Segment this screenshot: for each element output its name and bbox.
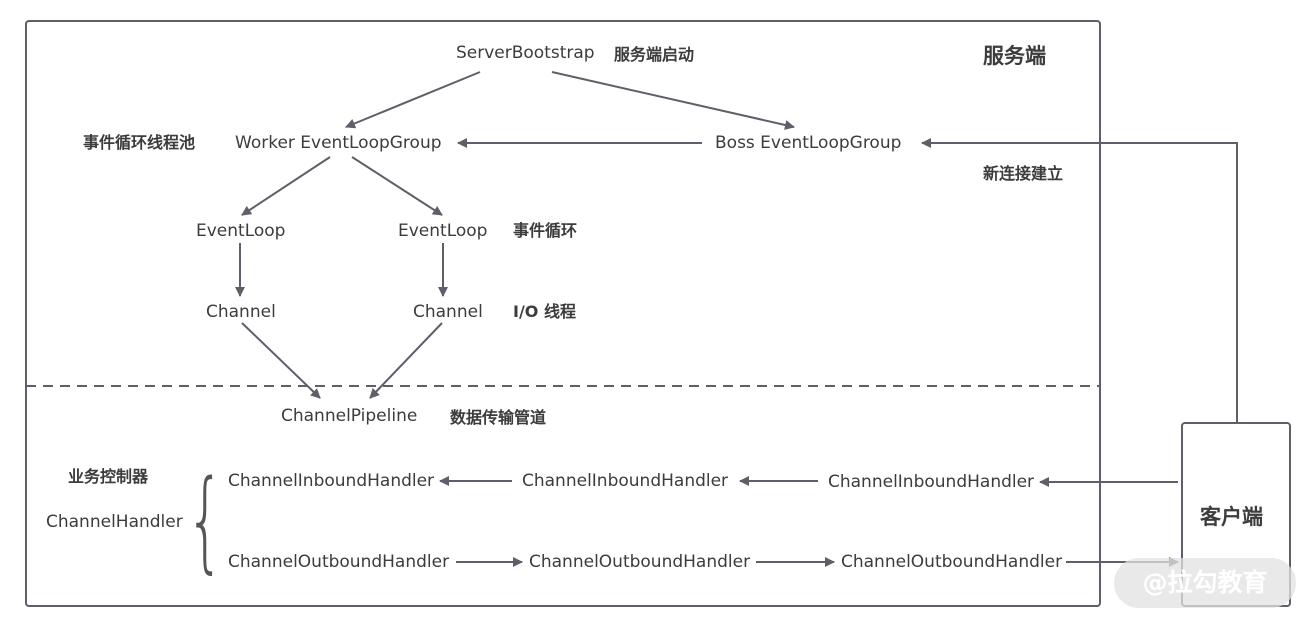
handler-brace: { — [186, 456, 225, 584]
boss-event-loop-group: Boss EventLoopGroup — [715, 133, 902, 153]
server-bootstrap-desc: 服务端启动 — [614, 45, 695, 64]
worker-event-loop-group: Worker EventLoopGroup — [235, 133, 442, 153]
event-loop-left: EventLoop — [196, 221, 286, 241]
inbound-handler-1: ChannelInboundHandler — [228, 471, 435, 491]
server-label: 服务端 — [983, 44, 1046, 68]
handler-desc: 业务控制器 — [68, 467, 149, 486]
arrow-channel-right-pipeline — [369, 322, 443, 399]
channel-right: Channel — [413, 302, 483, 322]
inbound-handler-3: ChannelInboundHandler — [828, 472, 1035, 492]
server-frame — [25, 20, 1101, 607]
arrow-channel-left-pipeline — [241, 322, 321, 399]
arrow-bootstrap-boss — [551, 71, 795, 130]
arrow-worker-eventloop-right — [351, 156, 443, 216]
arrow-client-boss — [921, 138, 1238, 423]
worker-group-desc: 事件循环线程池 — [83, 133, 196, 152]
channel-handler: ChannelHandler — [46, 512, 183, 532]
outbound-handler-2: ChannelOutboundHandler — [529, 552, 751, 572]
watermark: @拉勾教育 — [1114, 558, 1296, 608]
client-label: 客户端 — [1200, 505, 1263, 529]
channel-pipeline: ChannelPipeline — [281, 406, 418, 426]
new-connection-label: 新连接建立 — [983, 164, 1064, 183]
arrow-bootstrap-worker — [345, 71, 481, 129]
inbound-handler-2: ChannelInboundHandler — [522, 471, 729, 491]
outbound-handler-3: ChannelOutboundHandler — [841, 552, 1063, 572]
event-loop-desc: 事件循环 — [513, 221, 578, 240]
arrow-worker-eventloop-left — [241, 156, 331, 216]
outbound-handler-1: ChannelOutboundHandler — [228, 552, 450, 572]
channel-pipeline-desc: 数据传输管道 — [450, 408, 547, 427]
channel-desc: I/O 线程 — [513, 302, 576, 321]
server-bootstrap: ServerBootstrap — [456, 43, 595, 63]
event-loop-right: EventLoop — [398, 221, 488, 241]
channel-left: Channel — [206, 302, 276, 322]
